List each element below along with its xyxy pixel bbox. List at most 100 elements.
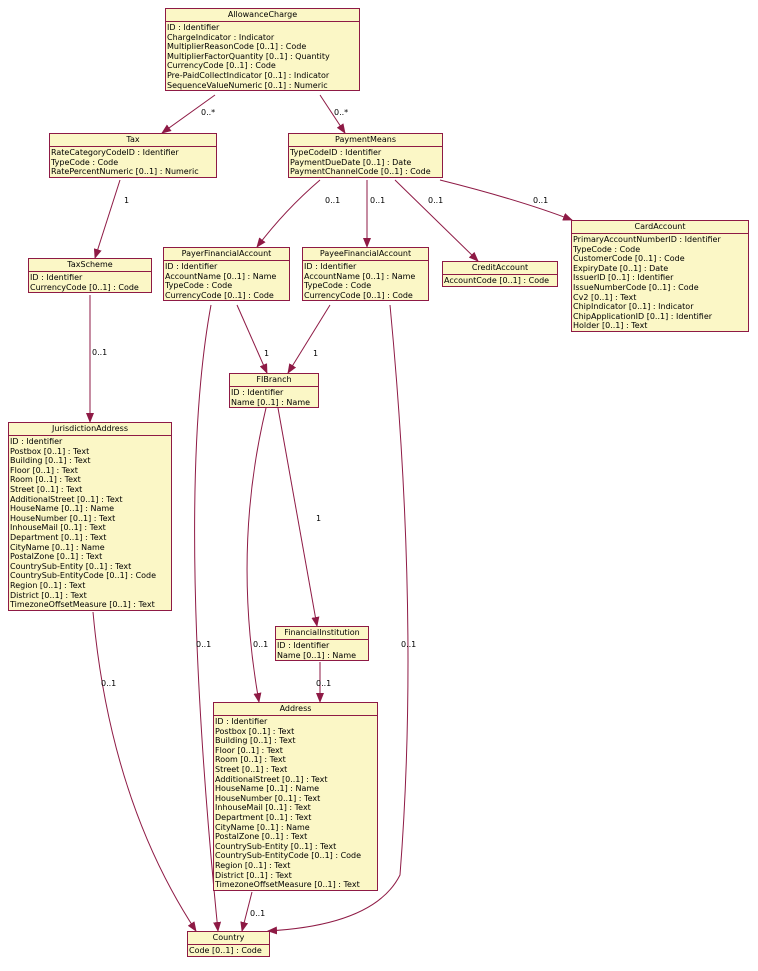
attribute: Department [0..1] : Text (215, 812, 312, 822)
mult-payer-fib: 1 (264, 349, 270, 358)
mult-pm-payer: 0..1 (325, 196, 341, 205)
link-payer-fib (236, 304, 268, 374)
attribute: Region [0..1] : Text (10, 580, 86, 590)
attribute: Room [0..1] : Text (215, 755, 286, 765)
class-name: CardAccount (572, 221, 748, 234)
link-payee-country (267, 304, 409, 935)
mult-pm-payee: 0..1 (370, 196, 386, 205)
class-name: AllowanceCharge (166, 9, 359, 22)
attribute: ID : Identifier (215, 717, 268, 726)
attribute: Pre-PaidCollectIndicator [0..1] : Indica… (167, 70, 330, 80)
class-name: PayerFinancialAccount (164, 248, 289, 261)
attribute: AccountName [0..1] : Name (304, 271, 416, 281)
attribute: ID : Identifier (304, 262, 357, 271)
attribute: Floor [0..1] : Text (10, 465, 78, 475)
link-fib-fi (277, 407, 320, 627)
link-addr-country (240, 891, 253, 932)
attribute: Postbox [0..1] : Text (215, 726, 295, 736)
attribute: AccountName [0..1] : Name (165, 271, 277, 281)
attribute: PostalZone [0..1] : Text (10, 552, 103, 562)
link-pm-card (439, 179, 573, 221)
attribute: IssueNumberCode [0..1] : Code (573, 282, 699, 292)
link-fib-addr (246, 407, 267, 703)
class-name: Address (214, 703, 377, 716)
attribute: CityName [0..1] : Name (10, 542, 105, 552)
attribute: ChipIndicator [0..1] : Indicator (573, 302, 694, 312)
class-name: Country (188, 932, 269, 945)
attribute: Cv2 [0..1] : Text (573, 292, 637, 302)
class-name: Tax (50, 134, 216, 147)
link-pm-credit (394, 179, 479, 262)
class-name: PaymentMeans (289, 134, 442, 147)
attribute: Name [0..1] : Name (277, 650, 357, 660)
mult-ts-ja: 0..1 (92, 348, 108, 357)
attribute: PrimaryAccountNumberID : Identifier (573, 235, 721, 244)
attribute: ID : Identifier (277, 641, 330, 650)
attribute: Postbox [0..1] : Text (10, 446, 90, 456)
attribute: Building [0..1] : Text (215, 736, 296, 746)
attribute: ID : Identifier (30, 273, 83, 282)
attribute: ID : Identifier (167, 23, 220, 32)
mult-fib-addr: 0..1 (253, 640, 269, 649)
mult-ac-pm: 0..* (334, 108, 349, 117)
attribute: Holder [0..1] : Text (573, 321, 648, 331)
attribute: IssuerID [0..1] : Identifier (573, 273, 674, 283)
link-ac-pm (319, 94, 346, 134)
attribute: AdditionalStreet [0..1] : Text (10, 494, 123, 504)
attribute: Street [0..1] : Text (215, 764, 288, 774)
attribute: ChargeIndicator : Indicator (167, 32, 275, 42)
attribute: CountrySub-EntityCode [0..1] : Code (10, 571, 157, 581)
attribute: Code [0..1] : Code (189, 946, 262, 955)
attribute: ID : Identifier (10, 437, 63, 446)
attribute: InhouseMail [0..1] : Text (10, 523, 106, 533)
link-tax-ts (93, 179, 121, 259)
attribute: HouseNumber [0..1] : Text (215, 793, 321, 803)
mult-pm-credit: 0..1 (428, 196, 444, 205)
attribute: TimezoneOffsetMeasure [0..1] : Text (10, 600, 155, 610)
attribute: PaymentDueDate [0..1] : Date (290, 157, 412, 167)
class-name: FIBranch (230, 374, 318, 387)
link-pm-payer (256, 179, 321, 248)
mult-pm-card: 0..1 (533, 196, 549, 205)
attribute: Name [0..1] : Name (231, 397, 311, 407)
attribute: CountrySub-EntityCode [0..1] : Code (215, 851, 362, 861)
attribute: CurrencyCode [0..1] : Code (304, 290, 413, 300)
attribute: PostalZone [0..1] : Text (215, 832, 308, 842)
attribute: District [0..1] : Text (10, 590, 87, 600)
attribute: Street [0..1] : Text (10, 484, 83, 494)
attribute: CountrySub-Entity [0..1] : Text (215, 841, 337, 851)
attribute: TypeCode : Code (573, 244, 641, 254)
attribute: ID : Identifier (231, 388, 284, 397)
attribute: RateCategoryCodeID : Identifier (51, 148, 179, 157)
attribute: Building [0..1] : Text (10, 456, 91, 466)
link-ac-tax (161, 94, 216, 134)
attribute: CurrencyCode [0..1] : Code (167, 61, 276, 71)
mult-addr-country: 0..1 (250, 909, 266, 918)
mult-payee-fib: 1 (313, 349, 319, 358)
mult-payee-country: 0..1 (401, 640, 417, 649)
mult-ac-tax: 0..* (201, 108, 216, 117)
attribute-list: AccountCode [0..1] : Code (443, 275, 557, 286)
mult-ja-country: 0..1 (101, 679, 117, 688)
attribute: TypeCode : Code (51, 157, 119, 167)
attribute: TimezoneOffsetMeasure [0..1] : Text (215, 880, 360, 890)
attribute: CustomerCode [0..1] : Code (573, 254, 685, 264)
